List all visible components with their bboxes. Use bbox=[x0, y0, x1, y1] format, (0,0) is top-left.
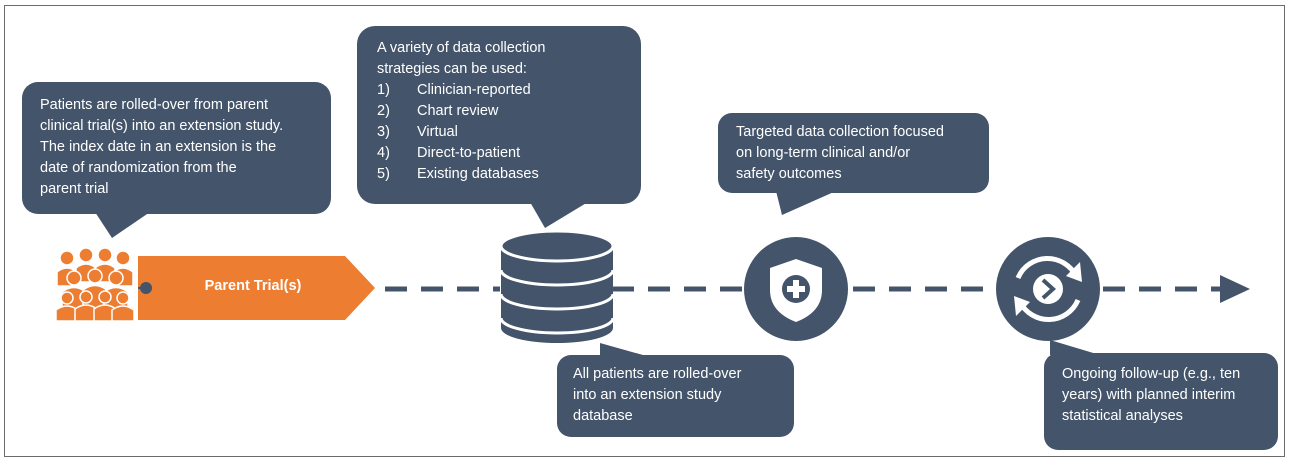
callout-targeted-text: Targeted data collection focused on long… bbox=[736, 122, 944, 185]
callout-database-text: All patients are rolled-over into an ext… bbox=[573, 364, 741, 427]
shield-plus-icon bbox=[744, 237, 848, 341]
callout-parent-text: Patients are rolled-over from parent cli… bbox=[40, 95, 283, 200]
strategy-item: 3) Virtual bbox=[377, 122, 545, 143]
callout-line: into an extension study bbox=[573, 387, 722, 403]
callout-line: on long-term clinical and/or bbox=[736, 145, 911, 161]
callout-parent-bubble bbox=[22, 82, 331, 238]
callout-line: date of randomization from the bbox=[40, 160, 237, 176]
callout-line: Targeted data collection focused bbox=[736, 124, 944, 140]
parent-trial-label: Parent Trial(s) bbox=[204, 278, 302, 294]
parent-trial-chevron bbox=[138, 256, 375, 320]
database-icon bbox=[499, 229, 615, 343]
callout-line: clinical trial(s) into an extension stud… bbox=[40, 118, 284, 134]
callout-targeted-bubble bbox=[718, 113, 989, 215]
strategy-number: 4) bbox=[377, 145, 390, 161]
strategy-item: 1) Clinician-reported bbox=[377, 80, 545, 101]
strategy-number: 5) bbox=[377, 166, 390, 182]
callout-line: parent trial bbox=[40, 181, 109, 197]
callout-line: years) with planned interim bbox=[1062, 387, 1236, 403]
connector-dot bbox=[140, 282, 152, 294]
strategy-label: Chart review bbox=[417, 103, 499, 119]
diagram-frame bbox=[4, 5, 1285, 457]
callout-strategies-bubble bbox=[357, 26, 641, 228]
strategy-item: 4) Direct-to-patient bbox=[377, 143, 545, 164]
callout-followup-bubble bbox=[1044, 340, 1278, 450]
callout-followup-text: Ongoing follow-up (e.g., ten years) with… bbox=[1062, 364, 1240, 427]
strategy-label: Virtual bbox=[417, 124, 458, 140]
callout-line: database bbox=[573, 408, 633, 424]
callout-line: safety outcomes bbox=[736, 166, 842, 182]
callout-database-bubble bbox=[557, 343, 794, 437]
callout-line: The index date in an extension is the bbox=[40, 139, 277, 155]
callout-strategies-text: A variety of data collection strategies … bbox=[377, 38, 545, 185]
callout-line: Ongoing follow-up (e.g., ten bbox=[1062, 366, 1241, 382]
strategy-label: Clinician-reported bbox=[417, 82, 531, 98]
callout-line: All patients are rolled-over bbox=[573, 366, 742, 382]
strategy-number: 2) bbox=[377, 103, 390, 119]
strategy-number: 1) bbox=[377, 82, 390, 98]
people-group-icon bbox=[55, 247, 135, 322]
strategy-item: 5) Existing databases bbox=[377, 164, 545, 185]
arrowhead-icon bbox=[1220, 275, 1250, 303]
callout-line: strategies can be used: bbox=[377, 61, 527, 77]
callout-line: Patients are rolled-over from parent bbox=[40, 97, 269, 113]
strategy-label: Existing databases bbox=[417, 166, 539, 182]
callout-line: A variety of data collection bbox=[377, 40, 546, 56]
callout-line: statistical analyses bbox=[1062, 408, 1183, 424]
strategy-number: 3) bbox=[377, 124, 390, 140]
cycle-arrow-icon bbox=[996, 237, 1100, 341]
strategy-item: 2) Chart review bbox=[377, 101, 545, 122]
strategy-label: Direct-to-patient bbox=[417, 145, 521, 161]
